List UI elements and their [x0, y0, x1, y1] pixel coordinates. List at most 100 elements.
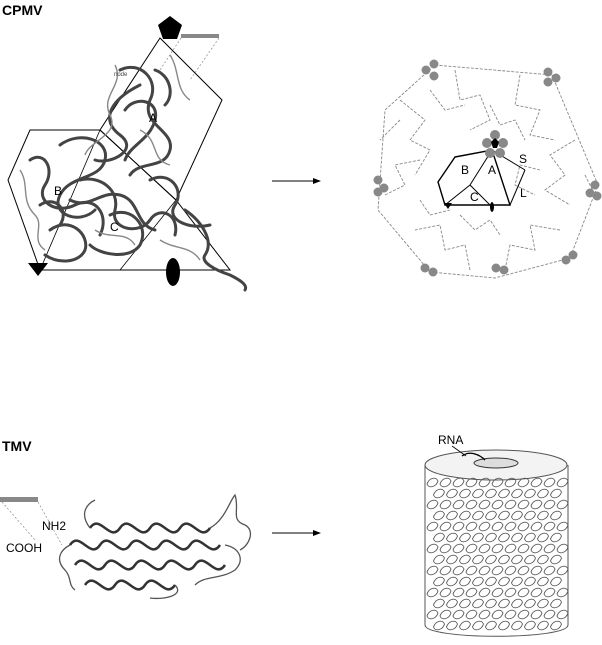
rod-subunit: [550, 620, 562, 631]
rod-subunit: [504, 543, 517, 554]
rod-subunit: [491, 499, 504, 510]
rod-subunit: [504, 609, 517, 620]
rod-subunit: [452, 477, 465, 488]
rod-subunit: [478, 587, 491, 598]
rod-subunit: [426, 609, 439, 620]
rod-subunit: [550, 598, 562, 609]
rod-subunit: [498, 620, 510, 631]
rod-subunit: [504, 587, 517, 598]
peripheral-dots: [373, 59, 602, 277]
capsid-label-s: S: [519, 152, 528, 166]
rod-subunit: [491, 565, 504, 576]
cpmv-title: CPMV: [2, 2, 43, 18]
rod-subunit: [524, 532, 536, 543]
subunit-label-a: A: [149, 111, 158, 125]
rod-subunit: [465, 499, 478, 510]
rod-subunit: [550, 510, 562, 521]
rod-subunit: [504, 565, 517, 576]
rod-subunit: [511, 620, 523, 631]
tmv-title: TMV: [2, 438, 32, 454]
rod-subunit: [504, 521, 517, 532]
rod-subunit: [459, 598, 471, 609]
rod-subunit: [485, 620, 497, 631]
triangle-symbol: [28, 263, 48, 276]
rod-subunit: [511, 510, 523, 521]
rod-subunit: [556, 609, 569, 620]
rod-subunit: [439, 587, 452, 598]
rod-subunit: [537, 532, 549, 543]
rod-subunit: [543, 477, 556, 488]
rod-subunit: [452, 543, 465, 554]
rod-subunit: [426, 499, 439, 510]
rod-subunit: [511, 488, 523, 499]
rod-subunit: [459, 576, 471, 587]
nh2-label: NH2: [42, 519, 67, 533]
rod-subunit: [446, 620, 458, 631]
helix-bundle: [68, 522, 227, 591]
capsid-label-a: A: [488, 163, 497, 177]
rod-subunit: [556, 521, 569, 532]
rod-subunit: [426, 521, 439, 532]
rod-subunit: [556, 543, 569, 554]
rod-subunit: [472, 620, 484, 631]
rod-subunit: [511, 576, 523, 587]
rod-subunit: [433, 554, 445, 565]
rod-subunit: [485, 488, 497, 499]
rod-subunit: [517, 587, 530, 598]
rod-subunit: [543, 521, 556, 532]
tmv-gray-bar: [0, 497, 38, 502]
rod-subunit: [426, 565, 439, 576]
rod-subunit: [485, 554, 497, 565]
rod-subunit: [446, 554, 458, 565]
rod-subunit: [491, 543, 504, 554]
rod-subunit: [472, 576, 484, 587]
capsid-outline: [377, 64, 599, 279]
rod-subunit: [511, 598, 523, 609]
loops: [58, 493, 252, 600]
rod-subunit: [498, 598, 510, 609]
rod-subunit: [478, 543, 491, 554]
rod-subunit: [459, 620, 471, 631]
rod-subunit: [517, 543, 530, 554]
rod-subunit: [433, 598, 445, 609]
rod-subunit: [446, 598, 458, 609]
rod-subunit: [537, 576, 549, 587]
rod-subunit: [452, 609, 465, 620]
rod-subunit: [517, 477, 530, 488]
rod-subunit: [530, 499, 543, 510]
rod-subunit: [524, 554, 536, 565]
rod-subunit: [537, 488, 549, 499]
rod-subunit: [511, 532, 523, 543]
capsid-label-c: C: [470, 190, 479, 204]
rna-label: RNA: [438, 433, 464, 447]
rod-subunit: [517, 521, 530, 532]
rod-subunit: [543, 609, 556, 620]
rod-subunit: [459, 488, 471, 499]
cooh-label: COOH: [6, 541, 42, 555]
rod-subunit: [446, 510, 458, 521]
rod-subunit: [472, 598, 484, 609]
rod-subunit: [478, 499, 491, 510]
capsid-label-b: B: [461, 163, 470, 177]
capsid-label-l: L: [520, 186, 527, 200]
rod-subunit: [446, 532, 458, 543]
rod-subunit: [504, 499, 517, 510]
unit-triangle-symbol: [444, 203, 452, 209]
rod-subunit: [452, 521, 465, 532]
rod-subunit: [537, 510, 549, 521]
rod-subunit: [543, 499, 556, 510]
rod-subunit: [426, 543, 439, 554]
pentamer-center: [482, 130, 508, 158]
rod-subunit: [472, 510, 484, 521]
rod-subunit: [433, 620, 445, 631]
rod-subunit: [426, 587, 439, 598]
rod-subunit: [478, 609, 491, 620]
ribbon-tangle-light: [19, 54, 201, 261]
rod-subunit: [465, 521, 478, 532]
rod-subunit: [465, 609, 478, 620]
rod-subunit: [517, 565, 530, 576]
rod-subunit: [524, 510, 536, 521]
rod-subunit: [459, 532, 471, 543]
